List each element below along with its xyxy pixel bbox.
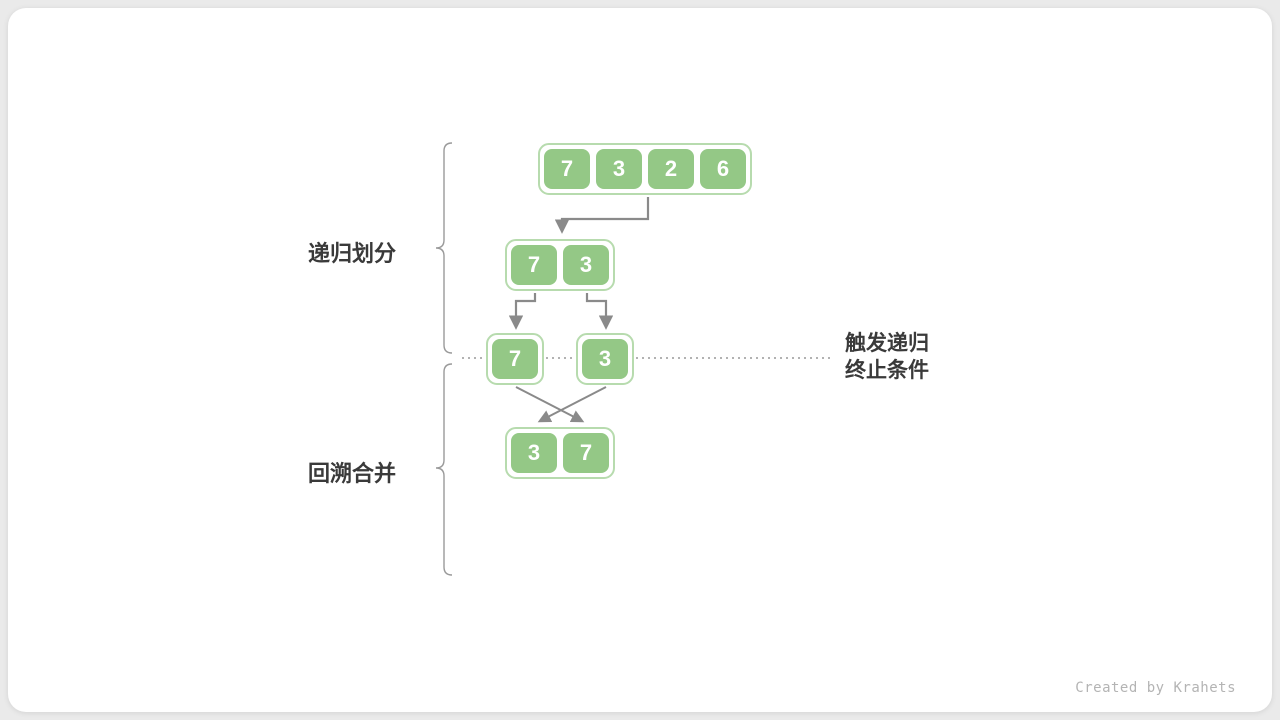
array-cell: 6 <box>700 149 746 189</box>
termination-label-line2: 终止条件 <box>845 359 929 382</box>
array-cell: 7 <box>563 433 609 473</box>
array-level3-left: 7 <box>486 333 544 385</box>
array-cell: 7 <box>511 245 557 285</box>
divide-label: 递归划分 <box>308 241 397 266</box>
array-cell: 3 <box>511 433 557 473</box>
merge-label: 回溯合并 <box>308 461 397 486</box>
array-cell: 2 <box>648 149 694 189</box>
arrow-level2-to-level3-right <box>585 293 614 330</box>
array-level3-right: 3 <box>576 333 634 385</box>
termination-label: 触发递归 终止条件 <box>845 330 929 384</box>
arrow-level1-to-level2 <box>554 197 650 234</box>
credit-text: Created by Krahets <box>1075 680 1236 696</box>
array-cell: 7 <box>492 339 538 379</box>
array-cell: 7 <box>544 149 590 189</box>
termination-label-line1: 触发递归 <box>845 332 929 355</box>
array-level1: 7 3 2 6 <box>538 143 752 195</box>
merge-brace <box>435 363 453 576</box>
array-cell: 3 <box>596 149 642 189</box>
array-cell: 3 <box>563 245 609 285</box>
diagram-card <box>8 8 1272 712</box>
arrow-merge-cross-left <box>515 386 585 423</box>
array-level2: 7 3 <box>505 239 615 291</box>
arrow-merge-cross-right <box>537 386 607 423</box>
arrow-level2-to-level3-left <box>508 293 537 330</box>
array-level4: 3 7 <box>505 427 615 479</box>
divide-brace <box>435 142 453 354</box>
array-cell: 3 <box>582 339 628 379</box>
